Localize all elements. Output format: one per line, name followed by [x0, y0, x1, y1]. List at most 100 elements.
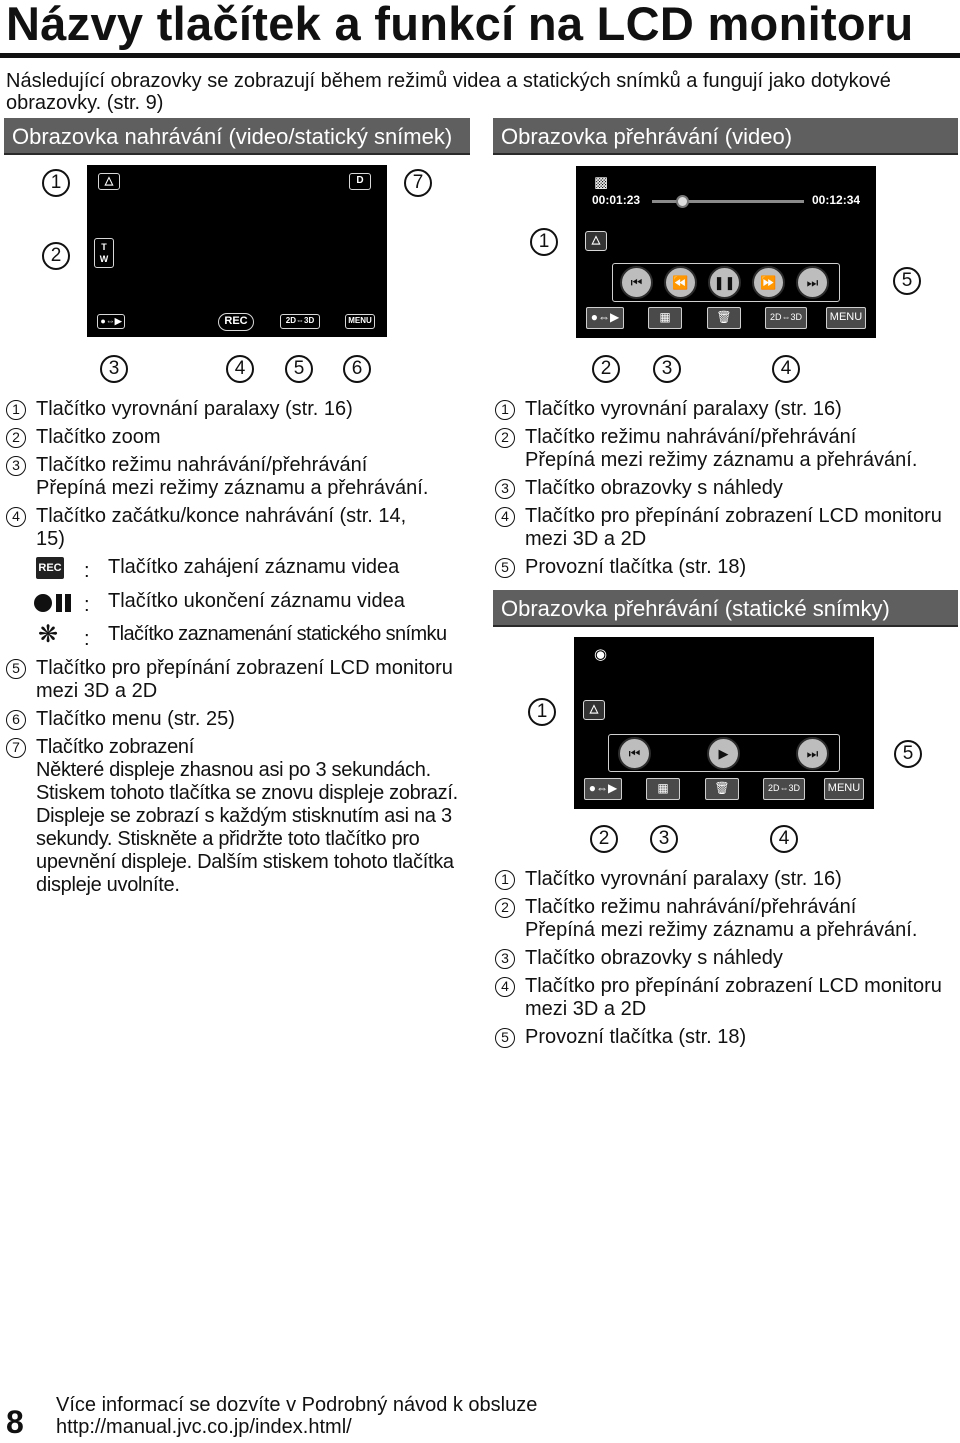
item-text: Tlačítko pro přepínání zobrazení LCD mon…: [525, 975, 942, 1021]
mode-2d3d-button[interactable]: 2D⇔3D: [763, 778, 805, 800]
item-text: Tlačítko zobrazení Některé displeje zhas…: [36, 736, 476, 897]
item-line: Přepíná mezi režimy záznamu a přehrávání…: [36, 477, 429, 499]
section-play-still: Obrazovka přehrávání (statické snímky): [493, 590, 958, 627]
item-line: Tlačítko pro přepínání zobrazení LCD mon…: [525, 505, 942, 527]
skip-back-icon[interactable]: ⏮: [618, 737, 651, 770]
page-title: Názvy tlačítek a funkcí na LCD monitoru: [6, 0, 914, 50]
marker-7: 7: [404, 169, 432, 197]
skip-forward-icon[interactable]: ⏭: [796, 737, 829, 770]
record-item-6: 6 Tlačítko menu (str. 25): [6, 708, 466, 732]
zoom-button[interactable]: T W: [94, 238, 114, 268]
sub-rec-text: Tlačítko zahájení záznamu videa: [108, 556, 400, 578]
item-text: Tlačítko režimu nahrávání/přehrávání Pře…: [36, 454, 428, 500]
item-marker: 5: [495, 558, 515, 578]
item-marker: 3: [495, 479, 515, 499]
item-marker: 6: [6, 710, 26, 730]
item-text: Tlačítko začátku/konce nahrávání (str. 1…: [36, 505, 406, 551]
item-line: Přepíná mezi režimy záznamu a přehrávání…: [525, 919, 918, 941]
menu-button[interactable]: MENU: [345, 314, 375, 329]
rewind-icon[interactable]: ⏪: [664, 266, 697, 299]
thumbnail-icon[interactable]: ▦: [646, 778, 680, 800]
time-end: 00:12:34: [812, 193, 861, 207]
thumbnail-icon[interactable]: ▦: [648, 307, 682, 329]
item-marker: 3: [6, 456, 26, 476]
item-marker: 2: [495, 898, 515, 918]
item-line: Stiskem tohoto tlačítka se znovu displej…: [36, 782, 458, 804]
play-video-item-4: 4 Tlačítko pro přepínání zobrazení LCD m…: [495, 505, 955, 553]
section-play-video: Obrazovka přehrávání (video): [493, 118, 958, 155]
rec-play-mode-icon[interactable]: ●⇔▶: [586, 307, 624, 329]
time-start: 00:01:23: [592, 193, 641, 207]
item-marker: 3: [495, 949, 515, 969]
rec-dot-icon: [34, 594, 52, 612]
sub-still-text: Tlačítko zaznamenání statického snímku: [108, 623, 447, 645]
marker-1: 1: [530, 228, 558, 256]
play-video-item-3: 3 Tlačítko obrazovky s náhledy: [495, 477, 955, 501]
playback-controls: [612, 263, 840, 302]
video-camera-icon: ▩: [594, 174, 609, 191]
item-marker: 4: [495, 977, 515, 997]
item-text: Tlačítko obrazovky s náhledy: [525, 947, 783, 969]
seek-handle[interactable]: [676, 195, 689, 208]
item-text: Tlačítko vyrovnání paralaxy (str. 16): [525, 868, 842, 890]
play-still-item-1: 1 Tlačítko vyrovnání paralaxy (str. 16): [495, 868, 955, 892]
item-text: Tlačítko pro přepínání zobrazení LCD mon…: [36, 657, 453, 703]
item-line: Tlačítko pro přepínání zobrazení LCD mon…: [36, 657, 453, 679]
rec-play-mode-icon[interactable]: ●⇔▶: [97, 314, 125, 329]
footer-line-1: Více informací se dozvíte v Podrobný náv…: [56, 1394, 538, 1416]
fast-forward-icon[interactable]: ⏩: [752, 266, 785, 299]
marker-1: 1: [528, 698, 556, 726]
item-line: Tlačítko režimu nahrávání/přehrávání: [36, 454, 368, 476]
display-button[interactable]: D: [349, 173, 371, 190]
play-still-lcd-screen: ◉ △ ⏮ ▶ ⏭ ●⇔▶ ▦ 🗑 2D⇔3D MENU: [574, 637, 874, 809]
parallax-icon[interactable]: △: [583, 700, 605, 720]
rec-button[interactable]: REC: [218, 313, 254, 331]
marker-3: 3: [100, 355, 128, 383]
rec-icon: REC: [36, 557, 64, 579]
skip-back-icon[interactable]: ⏮: [620, 266, 653, 299]
item-line: Tlačítko pro přepínání zobrazení LCD mon…: [525, 975, 942, 997]
trash-icon[interactable]: 🗑: [705, 778, 739, 800]
skip-forward-icon[interactable]: ⏭: [796, 266, 829, 299]
item-text: Tlačítko vyrovnání paralaxy (str. 16): [525, 398, 842, 420]
record-item-5: 5 Tlačítko pro přepínání zobrazení LCD m…: [6, 657, 466, 705]
menu-button[interactable]: MENU: [824, 778, 864, 800]
item-marker: 1: [495, 400, 515, 420]
parallax-icon[interactable]: △: [98, 173, 120, 190]
intro-text: Následující obrazovky se zobrazují během…: [6, 70, 926, 114]
zoom-wide-label: W: [99, 254, 109, 264]
zoom-tele-label: T: [101, 242, 107, 252]
play-icon[interactable]: ▶: [707, 737, 740, 770]
mode-2d3d-button[interactable]: 2D⇔3D: [280, 314, 320, 329]
marker-1: 1: [42, 169, 70, 197]
footer-link[interactable]: http://manual.jvc.co.jp/index.html/: [56, 1416, 352, 1438]
item-text: Tlačítko menu (str. 25): [36, 708, 235, 730]
intro-line-1: Následující obrazovky se zobrazují během…: [6, 70, 891, 92]
pause-icon[interactable]: ❚❚: [708, 266, 741, 299]
play-still-item-3: 3 Tlačítko obrazovky s náhledy: [495, 947, 955, 971]
item-text: Tlačítko obrazovky s náhledy: [525, 477, 783, 499]
play-video-item-5: 5 Provozní tlačítka (str. 18): [495, 556, 955, 580]
sub-stop-text: Tlačítko ukončení záznamu videa: [108, 590, 405, 612]
item-marker: 5: [6, 659, 26, 679]
item-line: sekundy. Stiskněte a přidržte toto tlačí…: [36, 828, 420, 850]
page-number: 8: [6, 1404, 24, 1440]
camera-icon: ◉: [594, 646, 608, 663]
item-line: Některé displeje zhasnou asi po 3 sekund…: [36, 759, 431, 781]
seek-bar[interactable]: [652, 195, 804, 208]
item-marker: 5: [495, 1028, 515, 1048]
rec-play-mode-icon[interactable]: ●⇔▶: [584, 778, 622, 800]
item-line: Tlačítko zobrazení: [36, 736, 195, 758]
marker-3: 3: [650, 825, 678, 853]
title-rule: [0, 53, 960, 58]
mode-2d3d-button[interactable]: 2D⇔3D: [765, 307, 807, 329]
item-marker: 4: [6, 507, 26, 527]
menu-button[interactable]: MENU: [826, 307, 866, 329]
parallax-icon[interactable]: △: [585, 231, 607, 251]
item-text: Tlačítko režimu nahrávání/přehrávání Pře…: [525, 426, 917, 472]
item-line: Tlačítko režimu nahrávání/přehrávání: [525, 896, 857, 918]
record-lcd-screen: △ D T W ●⇔▶ REC 2D⇔3D MENU: [87, 165, 387, 337]
item-line: Tlačítko začátku/konce nahrávání (str. 1…: [36, 505, 407, 527]
trash-icon[interactable]: 🗑: [707, 307, 741, 329]
marker-3: 3: [653, 355, 681, 383]
